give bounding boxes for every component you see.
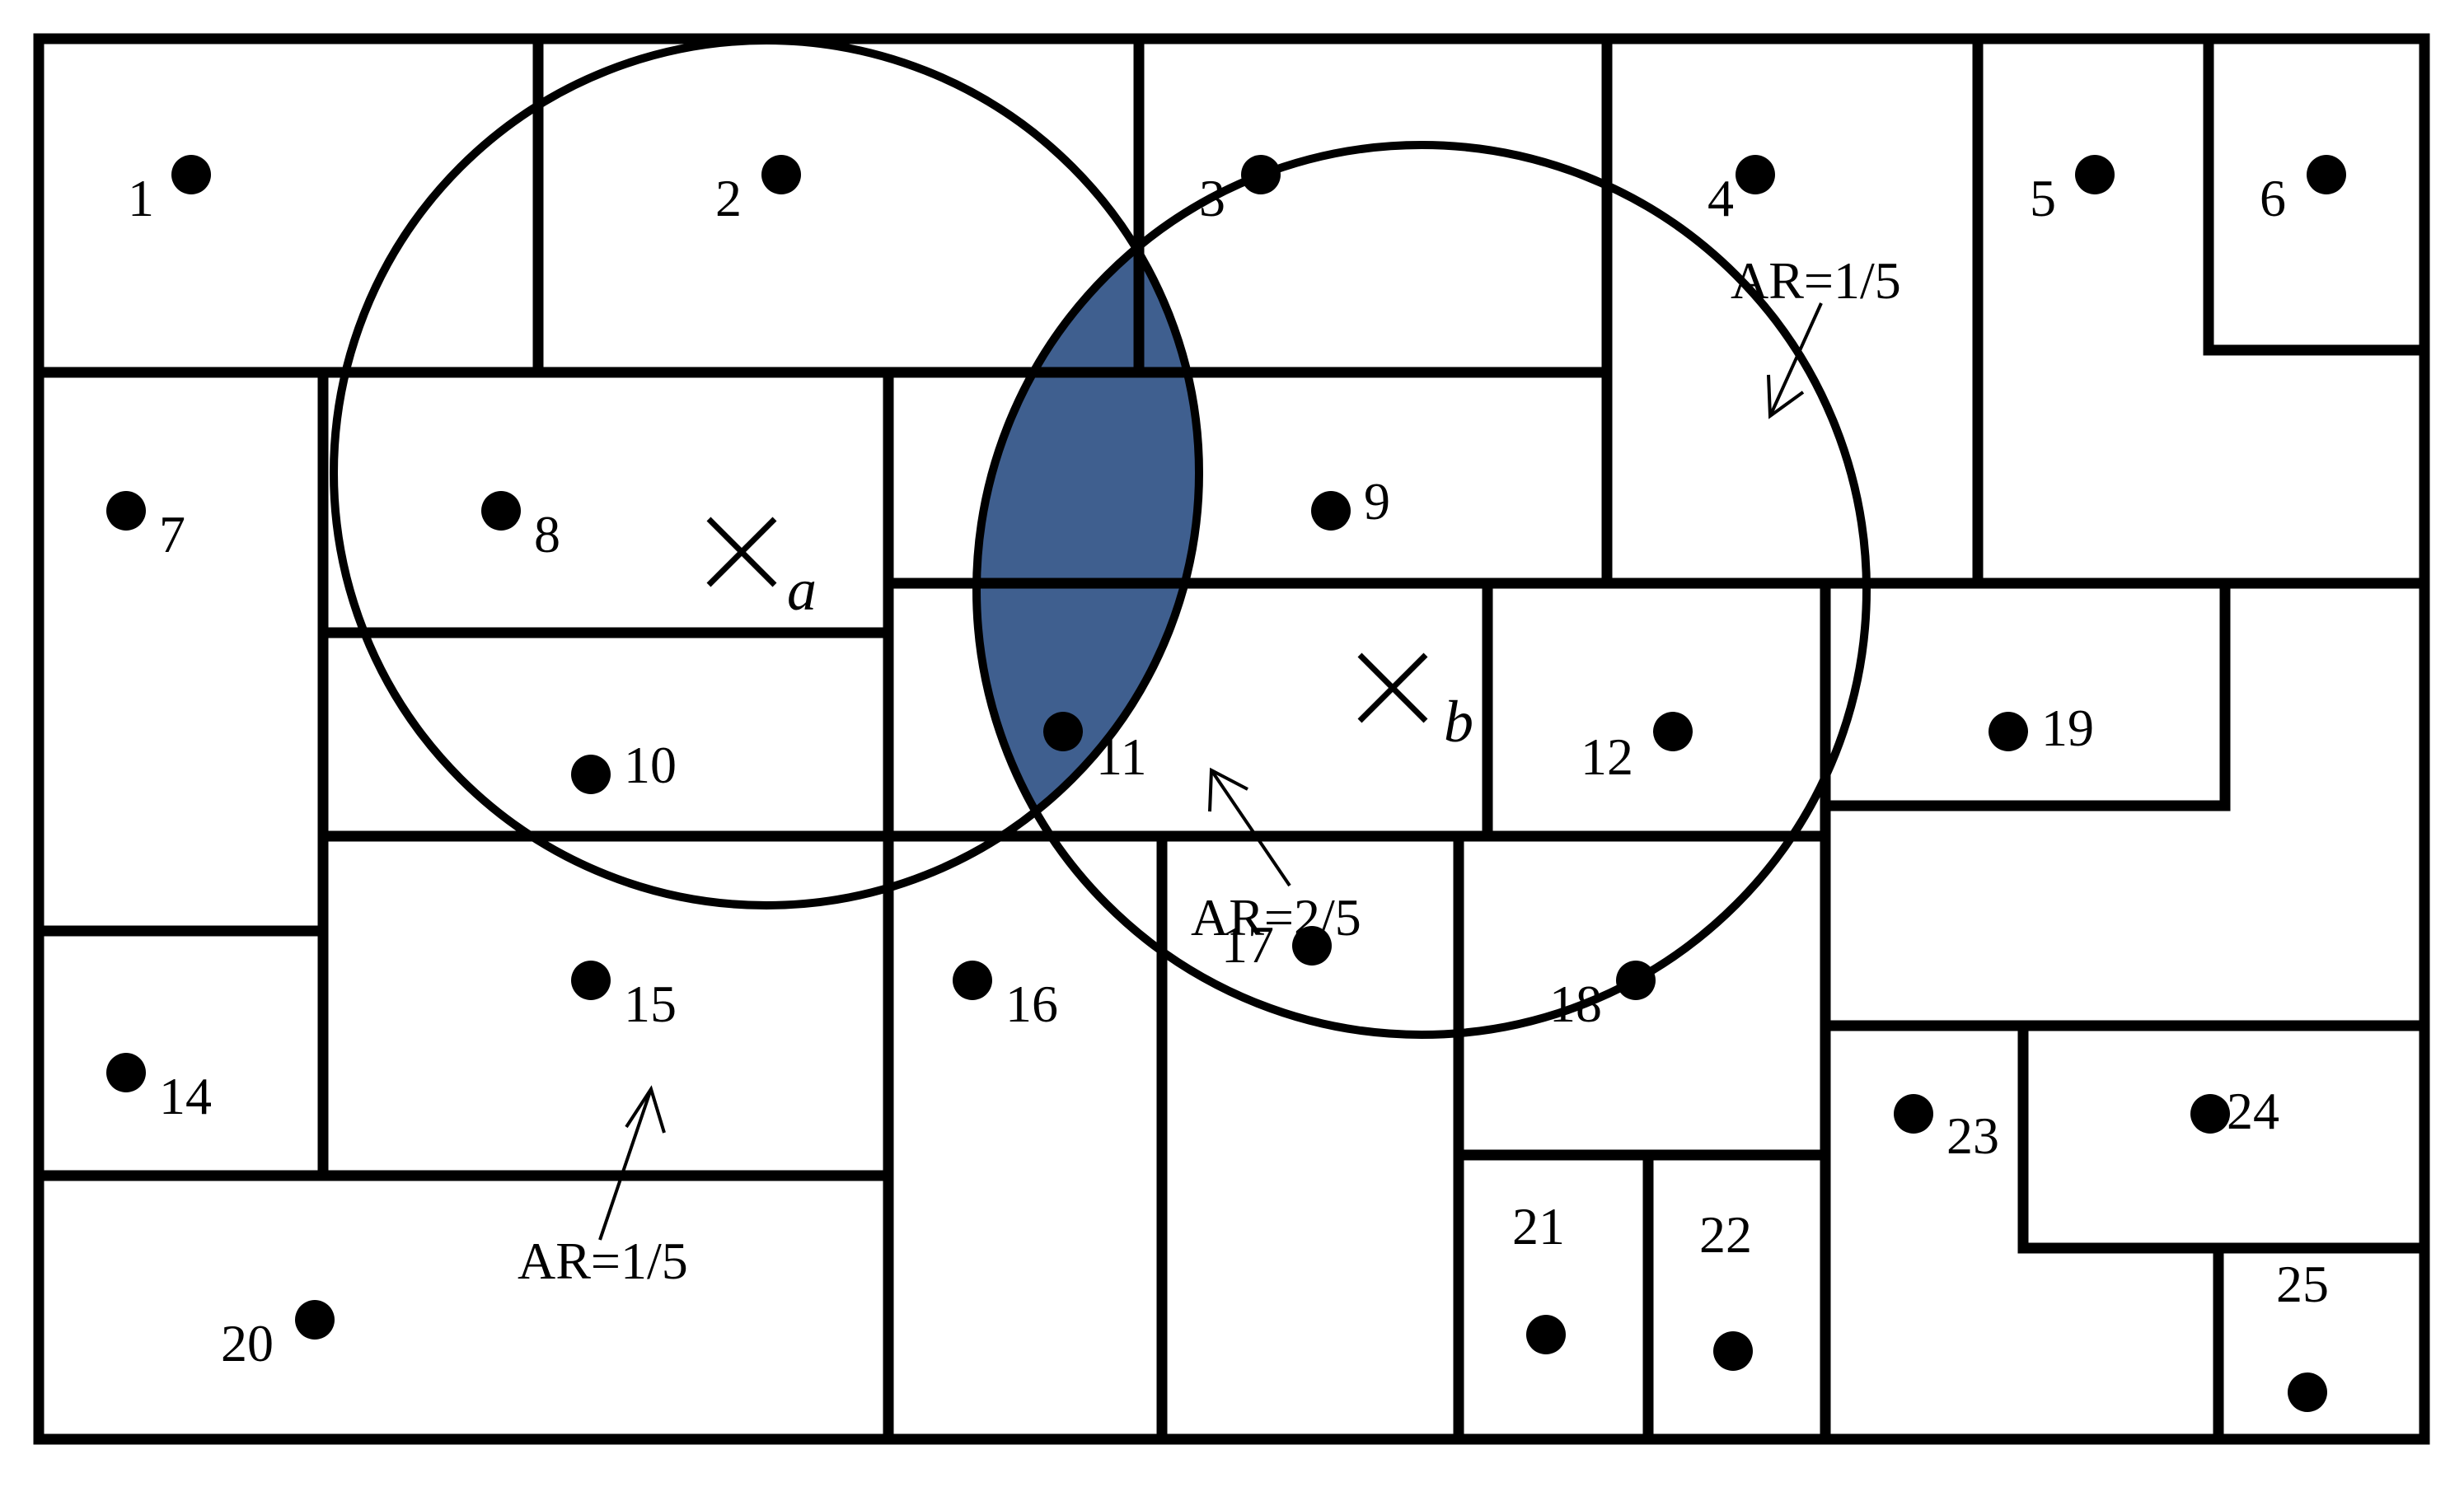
cell-point-6 — [2307, 155, 2346, 194]
cell-label-3: 3 — [1199, 169, 1225, 227]
cell-label-11: 11 — [1096, 727, 1147, 786]
cell-point-19 — [1989, 712, 2028, 751]
cell-label-23: 23 — [1946, 1106, 1999, 1165]
center-b-label: b — [1444, 689, 1473, 755]
cell-label-15: 15 — [624, 975, 677, 1033]
arrowhead-circle-a — [625, 1085, 666, 1134]
cell-label-2: 2 — [715, 169, 742, 227]
ar-label-circle-b: AR=1/5 — [1731, 251, 1901, 310]
cell-label-21: 21 — [1512, 1197, 1565, 1256]
center-b-marker — [1357, 652, 1428, 723]
annotation-arrows — [598, 302, 1823, 1241]
cell-point-14 — [106, 1053, 146, 1092]
cell-label-18: 18 — [1549, 975, 1602, 1033]
cell-label-24: 24 — [2227, 1082, 2279, 1140]
cell-label-6: 6 — [2260, 169, 2286, 227]
cell-point-5 — [2075, 155, 2115, 194]
cell-point-9 — [1311, 491, 1351, 531]
cell-point-25 — [2288, 1372, 2327, 1412]
cell-point-18 — [1616, 961, 1656, 1000]
cell-point-11 — [1043, 712, 1083, 751]
cell-point-23 — [1894, 1094, 1933, 1134]
arrow-overlap — [1210, 769, 1291, 887]
cell-label-1: 1 — [128, 169, 154, 227]
query-circle-b — [972, 141, 1871, 1039]
partition-grid — [33, 33, 2430, 1445]
cell-label-7: 7 — [159, 505, 185, 563]
cell-point-8 — [481, 491, 521, 531]
cell-point-20 — [295, 1300, 335, 1340]
cell-label-14: 14 — [159, 1067, 212, 1125]
cell-point-16 — [953, 961, 992, 1000]
cell-point-17 — [1292, 926, 1332, 966]
cell-point-7 — [106, 491, 146, 531]
outer-border — [33, 33, 2430, 1445]
cell-point-12 — [1653, 712, 1693, 751]
cell-point-22 — [1713, 1331, 1753, 1371]
cell-point-2 — [761, 155, 801, 194]
cell-point-21 — [1526, 1315, 1566, 1354]
arrowhead-circle-b — [1767, 374, 1805, 419]
cell-point-1 — [171, 155, 211, 194]
cell-point-10 — [571, 755, 611, 794]
cell-label-25: 25 — [2276, 1255, 2329, 1313]
cell-label-8: 8 — [534, 505, 560, 563]
cell-label-10: 10 — [624, 736, 677, 794]
cell-point-4 — [1736, 155, 1775, 194]
query-circle-a — [330, 36, 1203, 910]
cell-label-19: 19 — [2041, 699, 2094, 757]
arrowhead-overlap — [1208, 767, 1248, 812]
cell-label-5: 5 — [2030, 169, 2056, 227]
ar-label-overlap: AR=2/5 — [1191, 888, 1361, 947]
center-a-label: a — [787, 557, 817, 623]
cell-label-22: 22 — [1699, 1205, 1752, 1264]
cell-label-4: 4 — [1707, 169, 1734, 227]
arrow-circle-b — [1768, 302, 1823, 417]
arrow-circle-a — [598, 1088, 653, 1241]
cell-point-24 — [2190, 1094, 2230, 1134]
cell-label-17: 17 — [1221, 915, 1274, 974]
cell-point-15 — [571, 961, 611, 1000]
cell-label-9: 9 — [1364, 472, 1390, 531]
center-a-marker — [706, 517, 777, 587]
cell-point-3 — [1241, 155, 1281, 194]
ar-label-circle-a: AR=1/5 — [518, 1232, 688, 1290]
cell-label-20: 20 — [221, 1314, 274, 1372]
cell-label-16: 16 — [1005, 975, 1058, 1033]
cell-label-12: 12 — [1581, 727, 1633, 786]
